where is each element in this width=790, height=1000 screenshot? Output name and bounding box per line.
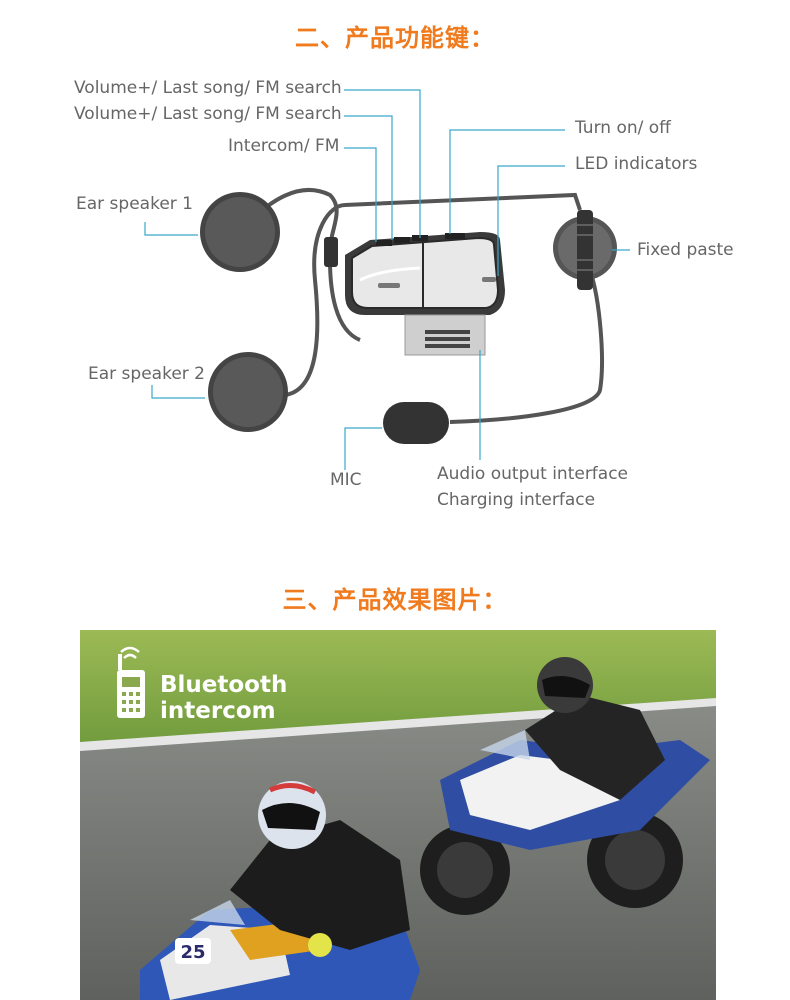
function-keys-diagram: Volume+/ Last song/ FM search Volume+/ L…: [0, 60, 790, 530]
label-ear-speaker-1: Ear speaker 1: [76, 194, 193, 214]
bluetooth-phone-icon: [117, 646, 145, 718]
mic-icon: [383, 402, 449, 444]
label-led-indicators: LED indicators: [575, 154, 698, 174]
label-ear-speaker-2: Ear speaker 2: [88, 364, 205, 384]
rear-rider: [525, 657, 665, 800]
device-illustration: [144, 89, 630, 470]
cable-main: [328, 259, 361, 342]
cable-speaker2: [284, 192, 582, 397]
label-volume-plus-1: Volume+/ Last song/ FM search: [74, 78, 342, 98]
device-clamp: [404, 314, 486, 356]
race-number-plate: 25: [175, 938, 211, 964]
leader-lines: [144, 89, 630, 470]
section-title-effect: 三、产品效果图片：: [282, 586, 508, 614]
front-rider: [230, 781, 410, 957]
motorcycle-race-scene: 25: [80, 630, 716, 1000]
label-mic: MIC: [330, 470, 362, 490]
cable-connector: [324, 237, 338, 267]
label-charging: Charging interface: [437, 490, 596, 510]
label-volume-plus-2: Volume+/ Last song/ FM search: [74, 104, 342, 124]
power-button: [445, 233, 465, 239]
label-turn-on-off: Turn on/ off: [575, 118, 671, 138]
badge-line-1: Bluetooth: [160, 672, 288, 698]
volume-button-1: [394, 237, 410, 243]
cable-mic: [449, 269, 604, 424]
product-effect-photo: 25 Bluetooth intercom: [80, 630, 716, 1000]
bluetooth-intercom-badge: Bluetooth intercom: [160, 672, 287, 724]
led-indicator-icon: [482, 277, 496, 282]
label-intercom: Intercom/ FM: [228, 136, 340, 156]
intercom-button: [376, 240, 392, 246]
race-number: 25: [180, 942, 205, 963]
section-title-functions: 二、产品功能键：: [295, 24, 495, 52]
badge-line-2: intercom: [160, 698, 276, 724]
label-fixed-paste: Fixed paste: [637, 240, 734, 260]
label-audio-output: Audio output interface: [437, 464, 629, 484]
